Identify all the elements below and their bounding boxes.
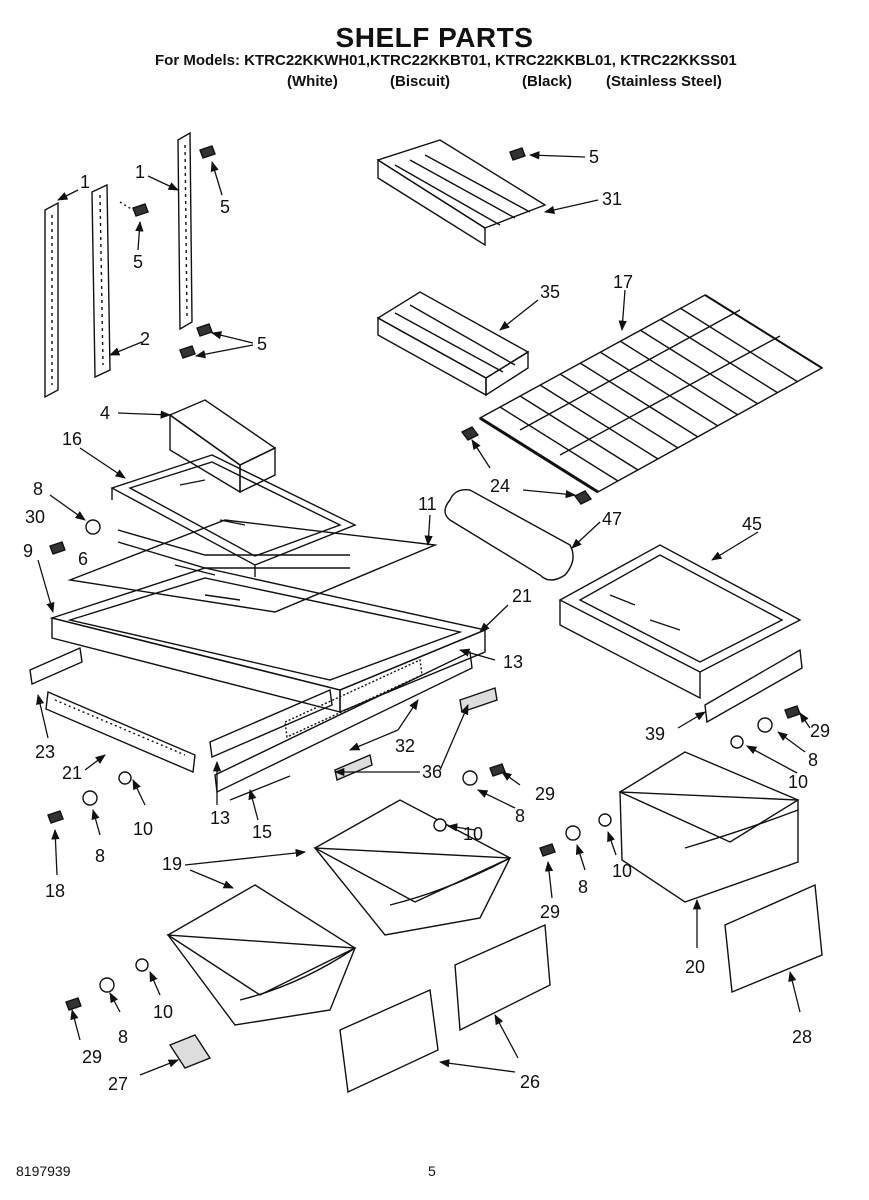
color-black: (Black) [522, 73, 573, 90]
page-title: SHELF PARTS [335, 22, 534, 53]
page-number: 5 [428, 1163, 436, 1179]
callout-labels: 1 1 5 5 2 5 5 31 35 17 4 16 8 30 9 6 11 … [23, 147, 830, 1094]
callout-21a: 21 [512, 586, 532, 606]
shelf-rail-center [91, 183, 111, 379]
callout-10c: 10 [463, 824, 483, 844]
shelf-pin-icon [573, 490, 593, 505]
callout-5b: 5 [133, 252, 143, 272]
callout-4: 4 [100, 403, 110, 423]
callout-45: 45 [742, 514, 762, 534]
callout-13a: 13 [503, 652, 523, 672]
color-stainless: (Stainless Steel) [606, 73, 722, 90]
callout-8e: 8 [578, 877, 588, 897]
drawer-handle-cover-left [339, 988, 439, 1094]
callout-23: 23 [35, 742, 55, 762]
crisper-cover-frame [49, 567, 488, 714]
callout-19: 19 [162, 854, 182, 874]
callout-29b: 29 [535, 784, 555, 804]
color-white: (White) [287, 73, 338, 90]
callout-29a: 29 [810, 721, 830, 741]
crisper-drawer-right [618, 751, 800, 903]
drawer-slide-center [209, 650, 498, 794]
wire-shelf [478, 294, 824, 494]
shelf-pin-icon [460, 426, 480, 441]
callout-30: 30 [25, 507, 45, 527]
callout-5d: 5 [589, 147, 599, 167]
crisper-cover-right [558, 544, 802, 700]
callout-8c: 8 [95, 846, 105, 866]
document-number: 8197939 [16, 1163, 71, 1179]
callout-8f: 8 [118, 1027, 128, 1047]
callout-13b: 13 [210, 808, 230, 828]
callout-10a: 10 [788, 772, 808, 792]
callout-15: 15 [252, 822, 272, 842]
drawer-slide-left [29, 646, 196, 774]
glass-shelf-framed [110, 454, 357, 577]
callout-29d: 29 [82, 1047, 102, 1067]
utility-bin [168, 399, 277, 494]
callout-18: 18 [45, 881, 65, 901]
callout-8b: 8 [808, 750, 818, 770]
drawer-handle-cover-right [724, 883, 823, 994]
callout-26: 26 [520, 1072, 540, 1092]
screw-icon [509, 147, 526, 161]
callout-1b: 1 [135, 162, 145, 182]
callout-8d: 8 [515, 806, 525, 826]
callout-16: 16 [62, 429, 82, 449]
callout-10d: 10 [612, 861, 632, 881]
callout-1a: 1 [80, 172, 90, 192]
roller-screw-icons [47, 519, 801, 1011]
callout-5a: 5 [220, 197, 230, 217]
crisper-drawer-center [313, 799, 512, 936]
callout-32: 32 [395, 736, 415, 756]
drawer-slide-right [704, 648, 803, 724]
drawer-clip [168, 1034, 212, 1069]
callout-31: 31 [602, 189, 622, 209]
callout-17: 17 [613, 272, 633, 292]
callout-28: 28 [792, 1027, 812, 1047]
callout-5c: 5 [257, 334, 267, 354]
callout-11: 11 [418, 494, 437, 514]
shelf-support [117, 529, 350, 569]
drawer-handle-cover-center [454, 923, 551, 1032]
crisper-drawer-left [166, 884, 357, 1026]
ice-tray [376, 291, 530, 397]
callout-6: 6 [78, 549, 88, 569]
callout-29c: 29 [540, 902, 560, 922]
callout-9: 9 [23, 541, 33, 561]
callout-39: 39 [645, 724, 665, 744]
callout-10e: 10 [153, 1002, 173, 1022]
callout-8a: 8 [33, 479, 43, 499]
callout-47: 47 [602, 509, 622, 529]
shelf-rail-right [177, 131, 193, 331]
callout-20: 20 [685, 957, 705, 977]
shelf-rail-left [44, 201, 59, 399]
callout-27: 27 [108, 1074, 128, 1094]
callout-24: 24 [490, 476, 510, 496]
shelf-trim [444, 489, 574, 581]
callout-36: 36 [422, 762, 442, 782]
color-biscuit: (Biscuit) [390, 73, 450, 90]
callout-21b: 21 [62, 763, 82, 783]
callout-10b: 10 [133, 819, 153, 839]
model-list: For Models: KTRC22KKWH01,KTRC22KKBT01, K… [155, 52, 737, 69]
glass-shelf [67, 519, 438, 613]
deli-drawer-slide [376, 139, 547, 247]
callout-2: 2 [140, 329, 150, 349]
callout-35: 35 [540, 282, 560, 302]
leader-lines [36, 151, 811, 1076]
